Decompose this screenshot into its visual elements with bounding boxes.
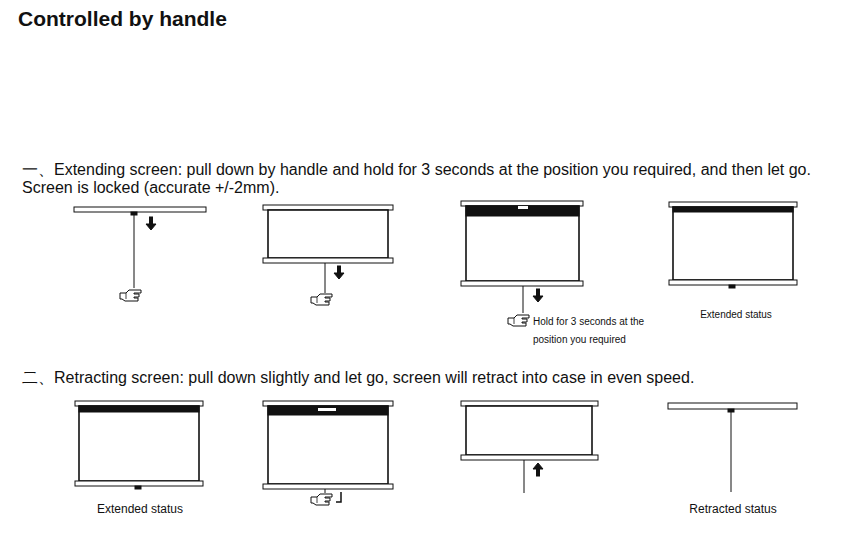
bottom-bar xyxy=(461,455,598,460)
black-border xyxy=(79,406,199,412)
callout-note: Hold for 3 seconds at the position you r… xyxy=(533,313,653,349)
bottom-bar xyxy=(263,484,393,489)
screen-case xyxy=(668,403,797,409)
handle xyxy=(135,486,141,489)
screen-case xyxy=(74,207,206,212)
arrow-down xyxy=(146,217,156,230)
pull-string xyxy=(134,215,135,288)
black-border xyxy=(673,207,793,212)
screen-surface xyxy=(466,206,579,281)
status-label: Retracted status xyxy=(658,503,808,517)
screen-surface xyxy=(466,406,592,455)
pull-string xyxy=(523,286,524,313)
pull-string xyxy=(524,460,525,493)
bottom-bar xyxy=(669,280,797,285)
screen-surface xyxy=(268,406,388,484)
black-border xyxy=(466,206,579,216)
screen-surface xyxy=(268,210,388,258)
pull-string xyxy=(325,489,326,493)
black-border xyxy=(268,406,388,415)
status-label: Extended status xyxy=(65,503,215,517)
bottom-bar xyxy=(75,481,203,486)
status-label: Extended status xyxy=(668,309,804,321)
screen-surface xyxy=(79,406,199,481)
arrow-down xyxy=(533,289,543,302)
page-title: Controlled by handle xyxy=(18,7,227,31)
bottom-bar xyxy=(263,258,393,263)
logo-mark xyxy=(518,206,528,209)
hand-icon xyxy=(311,494,332,505)
instruction-text: 二、Retracting screen: pull down slightly … xyxy=(22,369,822,387)
arrow-down xyxy=(334,266,344,279)
hand-icon xyxy=(120,290,141,301)
handle xyxy=(728,409,734,412)
screen-surface xyxy=(673,207,793,280)
pull-release-arrow xyxy=(336,492,341,502)
handle xyxy=(131,212,137,215)
instruction-text: 一、Extending screen: pull down by handle … xyxy=(22,161,822,198)
hand-icon xyxy=(311,294,332,305)
handle xyxy=(729,285,735,288)
arrow-up xyxy=(533,463,543,476)
pull-string xyxy=(325,263,326,293)
hand-icon xyxy=(508,315,529,326)
bottom-bar xyxy=(461,281,583,286)
logo-mark xyxy=(318,408,336,411)
pull-string xyxy=(731,412,732,492)
